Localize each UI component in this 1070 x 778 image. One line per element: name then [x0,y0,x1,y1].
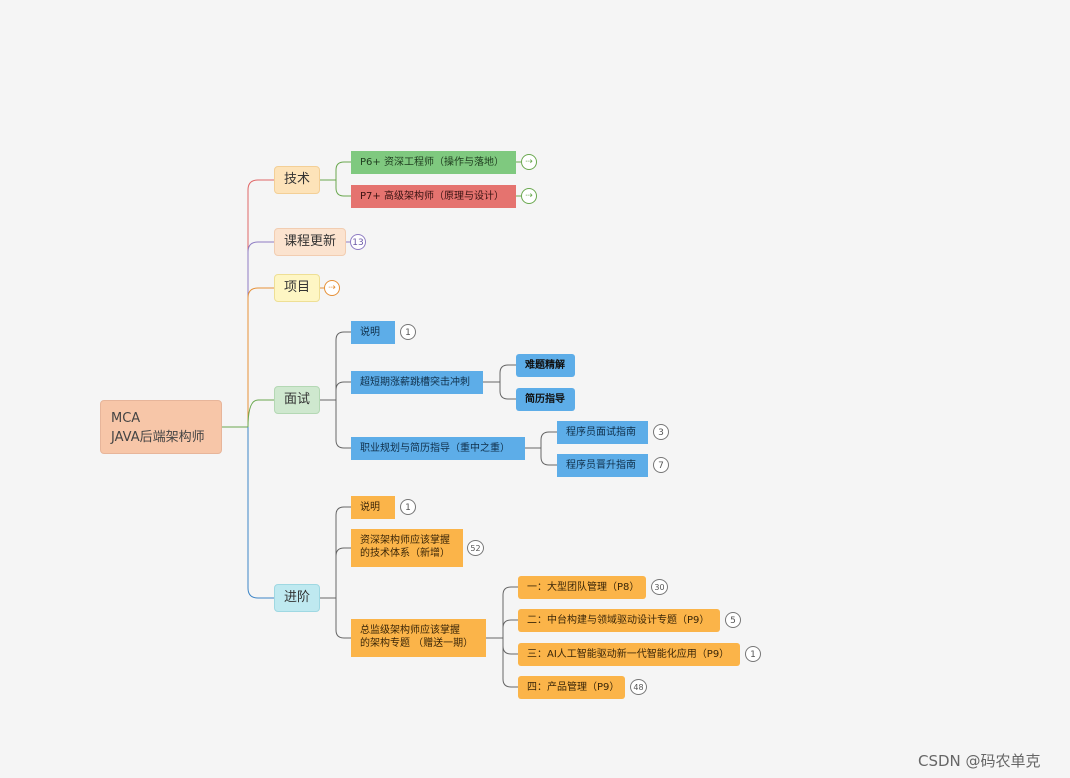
count-badge[interactable]: 3 [653,424,669,440]
branch-project[interactable]: 项目 [274,274,320,302]
count-badge[interactable]: 30 [651,579,668,595]
node-hard-problems[interactable]: 难题精解 [516,354,575,377]
root-node[interactable]: MCA JAVA后端架构师 [100,400,222,454]
root-title-line2: JAVA后端架构师 [111,430,205,445]
connector-interview [222,399,274,428]
node-topic-4[interactable]: 四：产品管理（P9） [518,676,625,699]
expand-arrow-icon[interactable]: ⇢ [521,188,537,204]
node-interview-intro[interactable]: 说明 [351,321,395,344]
node-line: 的技术体系（新增） [360,548,450,559]
count-badge[interactable]: 48 [630,679,647,695]
count-badge[interactable]: 52 [467,540,484,556]
branch-course-update[interactable]: 课程更新 [274,228,346,256]
count-badge[interactable]: 5 [725,612,741,628]
branch-tech[interactable]: 技术 [274,166,320,194]
branch-advanced[interactable]: 进阶 [274,584,320,612]
branch-interview[interactable]: 面试 [274,386,320,414]
node-resume-guide[interactable]: 简历指导 [516,388,575,411]
connector-course [247,241,274,427]
node-line: 资深架构师应该掌握 [360,535,450,546]
node-p6-engineer[interactable]: P6+ 资深工程师（操作与落地） [351,151,516,174]
node-topic-3[interactable]: 三：AI人工智能驱动新一代智能化应用（P9） [518,643,740,666]
node-senior-architect-skills[interactable]: 资深架构师应该掌握 的技术体系（新增） [351,529,463,567]
count-badge[interactable]: 13 [350,234,366,250]
count-badge[interactable]: 7 [653,457,669,473]
node-advanced-intro[interactable]: 说明 [351,496,395,519]
node-chief-architect-topics[interactable]: 总监级架构师应该掌握 的架构专题 （赠送一期） [351,619,486,657]
count-badge[interactable]: 1 [400,324,416,340]
node-p7-architect[interactable]: P7+ 高级架构师（原理与设计） [351,185,516,208]
csdn-watermark: CSDN @码农单克 [918,752,1041,770]
count-badge[interactable]: 1 [400,499,416,515]
node-interview-guide[interactable]: 程序员面试指南 [557,421,648,444]
node-topic-2[interactable]: 二：中台构建与领域驱动设计专题（P9） [518,609,720,632]
node-career-planning[interactable]: 职业规划与简历指导（重中之重） [351,437,525,460]
node-promotion-guide[interactable]: 程序员晋升指南 [557,454,648,477]
node-line: 的架构专题 （赠送一期） [360,638,474,649]
node-topic-1[interactable]: 一：大型团队管理（P8） [518,576,646,599]
count-badge[interactable]: 1 [745,646,761,662]
connector-tech [222,179,274,428]
node-line: 总监级架构师应该掌握 [360,625,460,636]
expand-arrow-icon[interactable]: ⇢ [521,154,537,170]
expand-arrow-icon[interactable]: ⇢ [324,280,340,296]
connector-advanced [247,427,274,599]
root-title-line1: MCA [111,411,141,426]
node-sprint[interactable]: 超短期涨薪跳槽突击冲刺 [351,371,483,394]
connector-project [247,287,274,427]
